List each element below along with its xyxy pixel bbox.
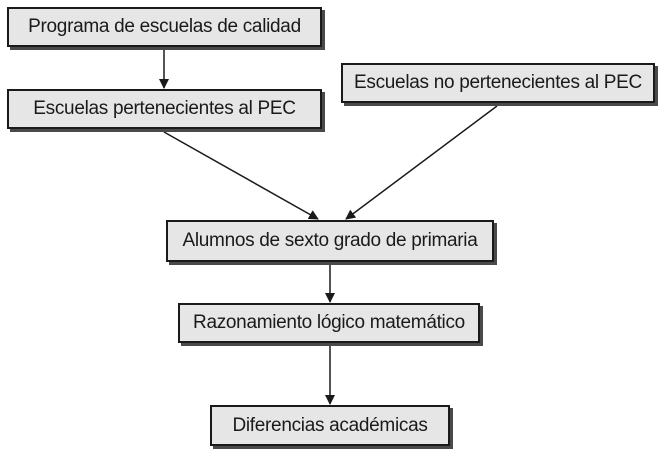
node-sixth-grade-students-label: Alumnos de sexto grado de primaria — [182, 230, 478, 251]
node-pec-program-label: Programa de escuelas de calidad — [28, 16, 301, 37]
node-pec-program: Programa de escuelas de calidad — [7, 7, 322, 47]
node-pec-schools: Escuelas pertenecientes al PEC — [7, 89, 322, 129]
node-academic-differences-label: Diferencias académicas — [232, 414, 428, 436]
node-non-pec-schools-label: Escuelas no pertenecientes al PEC — [354, 72, 642, 93]
node-academic-differences: Diferencias académicas — [210, 405, 450, 446]
node-logical-math-reasoning: Razonamiento lógico matemático — [178, 303, 480, 343]
node-non-pec-schools: Escuelas no pertenecientes al PEC — [341, 63, 655, 103]
arrow-pec-schools-to-students — [163, 131, 319, 220]
node-sixth-grade-students: Alumnos de sexto grado de primaria — [166, 220, 494, 262]
arrow-non-pec-schools-to-students — [345, 105, 498, 220]
node-pec-schools-label: Escuelas pertenecientes al PEC — [33, 98, 296, 119]
node-logical-math-reasoning-label: Razonamiento lógico matemático — [193, 312, 465, 333]
